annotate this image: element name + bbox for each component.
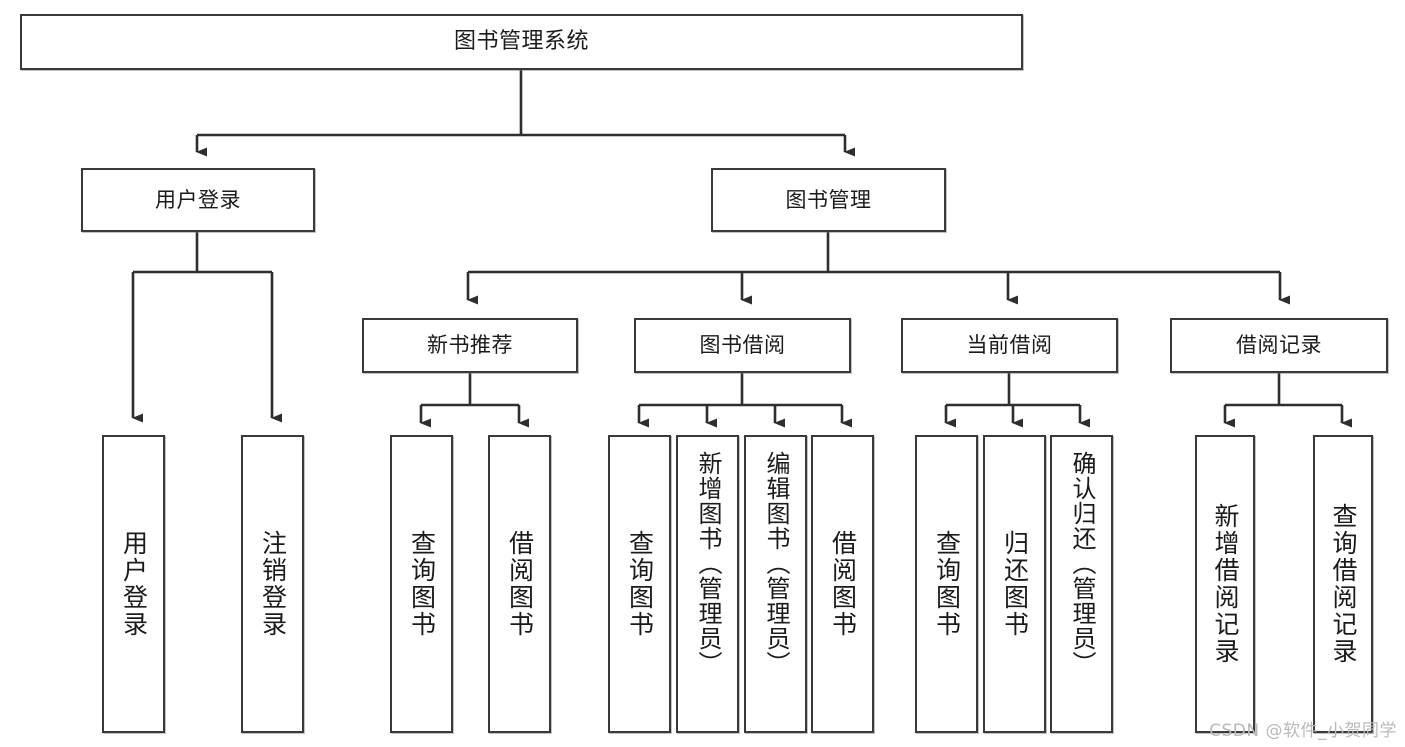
- leaf-user-login-label: 用户登录: [119, 530, 149, 638]
- node-user-login-label: 用户登录: [155, 187, 241, 212]
- leaf-confirm-return[interactable]: 确认归还（管理员）: [1050, 435, 1113, 733]
- leaf-add-record-label: 新增借阅记录: [1211, 503, 1240, 665]
- leaf-borrow-book-1[interactable]: 借阅图书: [488, 435, 551, 733]
- node-book-borrow[interactable]: 图书借阅: [634, 318, 851, 373]
- leaf-add-record[interactable]: 新增借阅记录: [1195, 435, 1255, 733]
- node-book-manage-label: 图书管理: [785, 187, 872, 212]
- leaf-logout-label: 注销登录: [258, 530, 288, 638]
- watermark: CSDN @软件_小贺同学: [1209, 721, 1397, 741]
- leaf-return-book-label: 归还图书: [1000, 530, 1030, 638]
- leaf-query-book-3[interactable]: 查询图书: [915, 435, 978, 733]
- leaf-query-book-2-label: 查询图书: [625, 530, 655, 638]
- leaf-query-book-1[interactable]: 查询图书: [390, 435, 453, 733]
- leaf-borrow-book-2[interactable]: 借阅图书: [811, 435, 874, 733]
- node-book-manage[interactable]: 图书管理: [711, 168, 946, 232]
- leaf-user-login[interactable]: 用户登录: [102, 435, 165, 733]
- leaf-return-book[interactable]: 归还图书: [983, 435, 1046, 733]
- node-new-book-rec-label: 新书推荐: [427, 333, 513, 358]
- leaf-query-record[interactable]: 查询借阅记录: [1313, 435, 1373, 733]
- node-root-label: 图书管理系统: [453, 29, 589, 55]
- node-current-borrow-label: 当前借阅: [966, 333, 1053, 358]
- node-borrow-record[interactable]: 借阅记录: [1170, 318, 1388, 373]
- leaf-confirm-return-label: 确认归还（管理员）: [1067, 451, 1096, 676]
- leaf-logout[interactable]: 注销登录: [241, 435, 304, 733]
- leaf-borrow-book-1-label: 借阅图书: [505, 530, 535, 638]
- leaf-query-book-1-label: 查询图书: [407, 530, 437, 638]
- node-borrow-record-label: 借阅记录: [1236, 333, 1322, 358]
- node-user-login[interactable]: 用户登录: [81, 168, 315, 232]
- node-book-borrow-label: 图书借阅: [699, 333, 786, 358]
- leaf-query-record-label: 查询借阅记录: [1329, 503, 1358, 665]
- leaf-add-book[interactable]: 新增图书（管理员）: [676, 435, 739, 733]
- leaf-query-book-2[interactable]: 查询图书: [608, 435, 671, 733]
- leaf-add-book-label: 新增图书（管理员）: [693, 451, 722, 676]
- leaf-edit-book[interactable]: 编辑图书（管理员）: [744, 435, 807, 733]
- node-current-borrow[interactable]: 当前借阅: [901, 318, 1118, 373]
- node-new-book-rec[interactable]: 新书推荐: [362, 318, 578, 373]
- leaf-edit-book-label: 编辑图书（管理员）: [761, 451, 790, 676]
- leaf-query-book-3-label: 查询图书: [932, 530, 962, 638]
- leaf-borrow-book-2-label: 借阅图书: [828, 530, 858, 638]
- node-root[interactable]: 图书管理系统: [20, 14, 1023, 70]
